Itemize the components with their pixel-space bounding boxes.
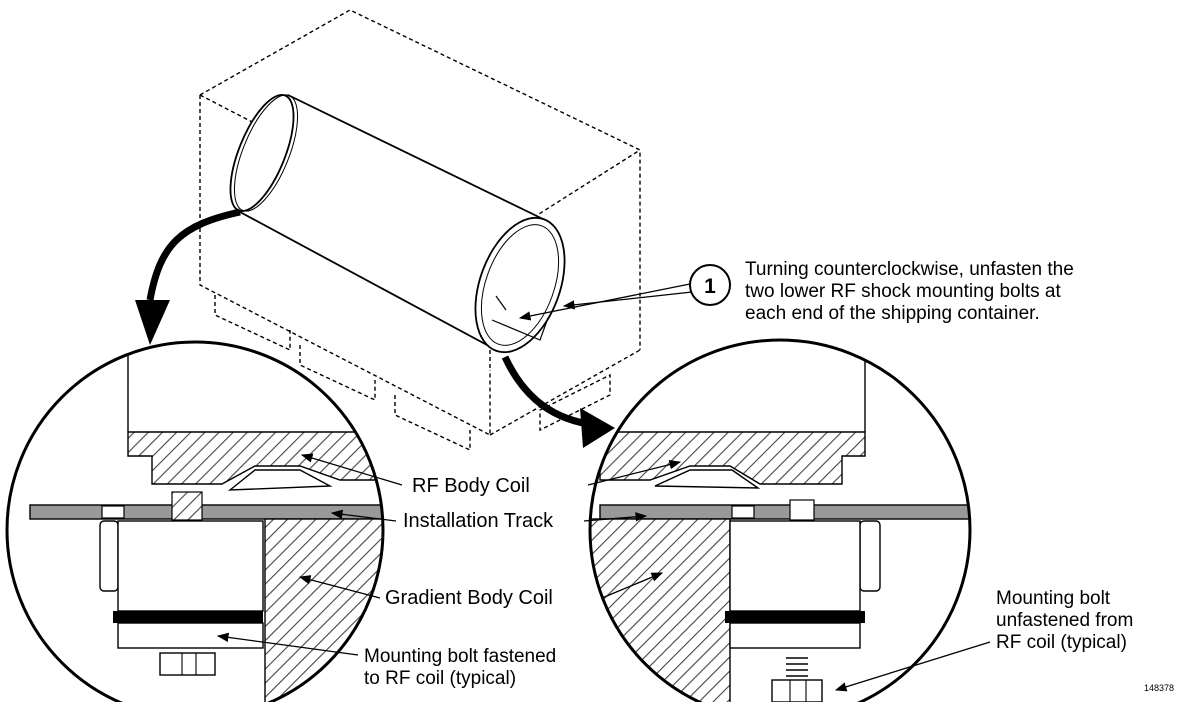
right-detail-circle	[590, 340, 970, 702]
left-detail-outline	[5, 340, 385, 702]
callout-1-marker: 1	[689, 264, 731, 306]
label-leaders	[216, 453, 991, 692]
arrow-left-icon	[135, 300, 170, 345]
label-installation-track: Installation Track	[403, 510, 554, 532]
label-bolt-unfastened: Mounting bolt unfastened from RF coil (t…	[996, 588, 1134, 653]
rf-coil-cylinder	[229, 93, 566, 354]
callout-instruction-text: Turning counterclockwise, unfasten the t…	[745, 259, 1074, 324]
figure-id: 148378	[1144, 683, 1175, 693]
callout-1-leaders	[518, 283, 693, 321]
label-gradient-body-coil: Gradient Body Coil	[385, 587, 553, 609]
arrow-right-icon	[580, 408, 615, 448]
shipping-container	[199, 9, 641, 452]
label-rf-body-coil: RF Body Coil	[412, 475, 530, 497]
label-bolt-fastened: Mounting bolt fastened to RF coil (typic…	[364, 646, 557, 689]
right-detail-outline	[588, 338, 972, 702]
svg-text:1: 1	[704, 275, 716, 298]
curved-arrows	[135, 208, 615, 448]
